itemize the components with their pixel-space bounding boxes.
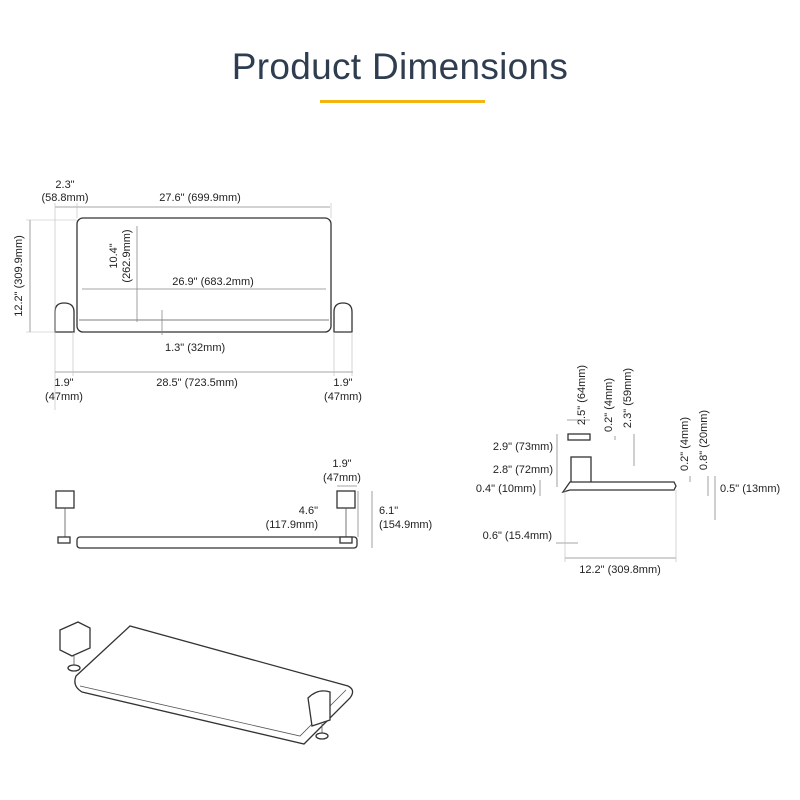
upper-height-label: 2.9" (73mm) xyxy=(493,441,553,453)
tray-depth-label: 10.4" xyxy=(108,243,120,268)
title-underline xyxy=(320,100,485,103)
front-view: 1.9" (47mm) 4.6" (117.9mm) 6.1" (154.9mm… xyxy=(55,458,432,549)
front-tray xyxy=(76,536,358,549)
isometric-view xyxy=(59,621,354,745)
clamp-height-label: 4.6" xyxy=(299,505,318,517)
iso-right-clamp xyxy=(307,690,331,727)
total-height-label: 6.1" xyxy=(379,505,398,517)
jaw-label: 0.2" (4mm) xyxy=(603,378,615,432)
depth-label: 12.2" (309.9mm) xyxy=(13,235,25,317)
page-title: Product Dimensions xyxy=(231,46,569,87)
front-left-clamp xyxy=(55,490,75,509)
iso-left-clamp xyxy=(59,621,91,657)
clamp-offset-label: 2.3" xyxy=(55,179,74,191)
clamp-width-label: 1.9" xyxy=(332,458,351,470)
lower-height-label: 2.8" (72mm) xyxy=(493,464,553,476)
side-clamp-body xyxy=(570,456,592,484)
total-height-mm: (154.9mm) xyxy=(379,519,432,531)
side-view: 2.5" (64mm) 0.2" (4mm) 2.3" (59mm) 2.9" … xyxy=(476,365,780,576)
iso-tray xyxy=(74,625,354,745)
side-tray xyxy=(561,481,677,494)
clamp-height-mm: (117.9mm) xyxy=(266,519,318,531)
lip-height-label: 0.8" (20mm) xyxy=(698,410,710,470)
tray-depth-mm: (262.9mm) xyxy=(121,229,133,282)
left-clamp xyxy=(54,302,75,333)
left-clamp-mm: (47mm) xyxy=(45,391,83,403)
tray-width-label: 26.9" (683.2mm) xyxy=(172,276,254,288)
right-clamp xyxy=(333,302,353,333)
jaw-depth-label: 2.3" (59mm) xyxy=(622,368,634,428)
right-clamp-label: 1.9" xyxy=(333,377,352,389)
clamp-depth-label: 2.5" (64mm) xyxy=(576,365,588,425)
tray-outline xyxy=(76,217,332,333)
side-clamp-top xyxy=(567,433,591,441)
span-label: 28.5" (723.5mm) xyxy=(156,377,238,389)
tray-thickness-label: 0.5" (13mm) xyxy=(720,483,780,495)
base-label: 0.4" (10mm) xyxy=(476,483,536,495)
top-view: 2.3" (58.8mm) 27.6" (699.9mm) 12.2" (309… xyxy=(13,179,362,410)
left-clamp-label: 1.9" xyxy=(54,377,73,389)
overall-width-label: 27.6" (699.9mm) xyxy=(159,192,241,204)
lip-thickness-label: 0.2" (4mm) xyxy=(679,417,691,471)
lip-label: 1.3" (32mm) xyxy=(165,342,225,354)
side-tray-depth-label: 12.2" (309.8mm) xyxy=(579,564,661,576)
offset-label: 0.6" (15.4mm) xyxy=(483,530,552,542)
right-clamp-mm: (47mm) xyxy=(324,391,362,403)
clamp-width-mm: (47mm) xyxy=(323,472,361,484)
clamp-offset-mm: (58.8mm) xyxy=(41,192,88,204)
front-right-clamp xyxy=(336,490,356,509)
